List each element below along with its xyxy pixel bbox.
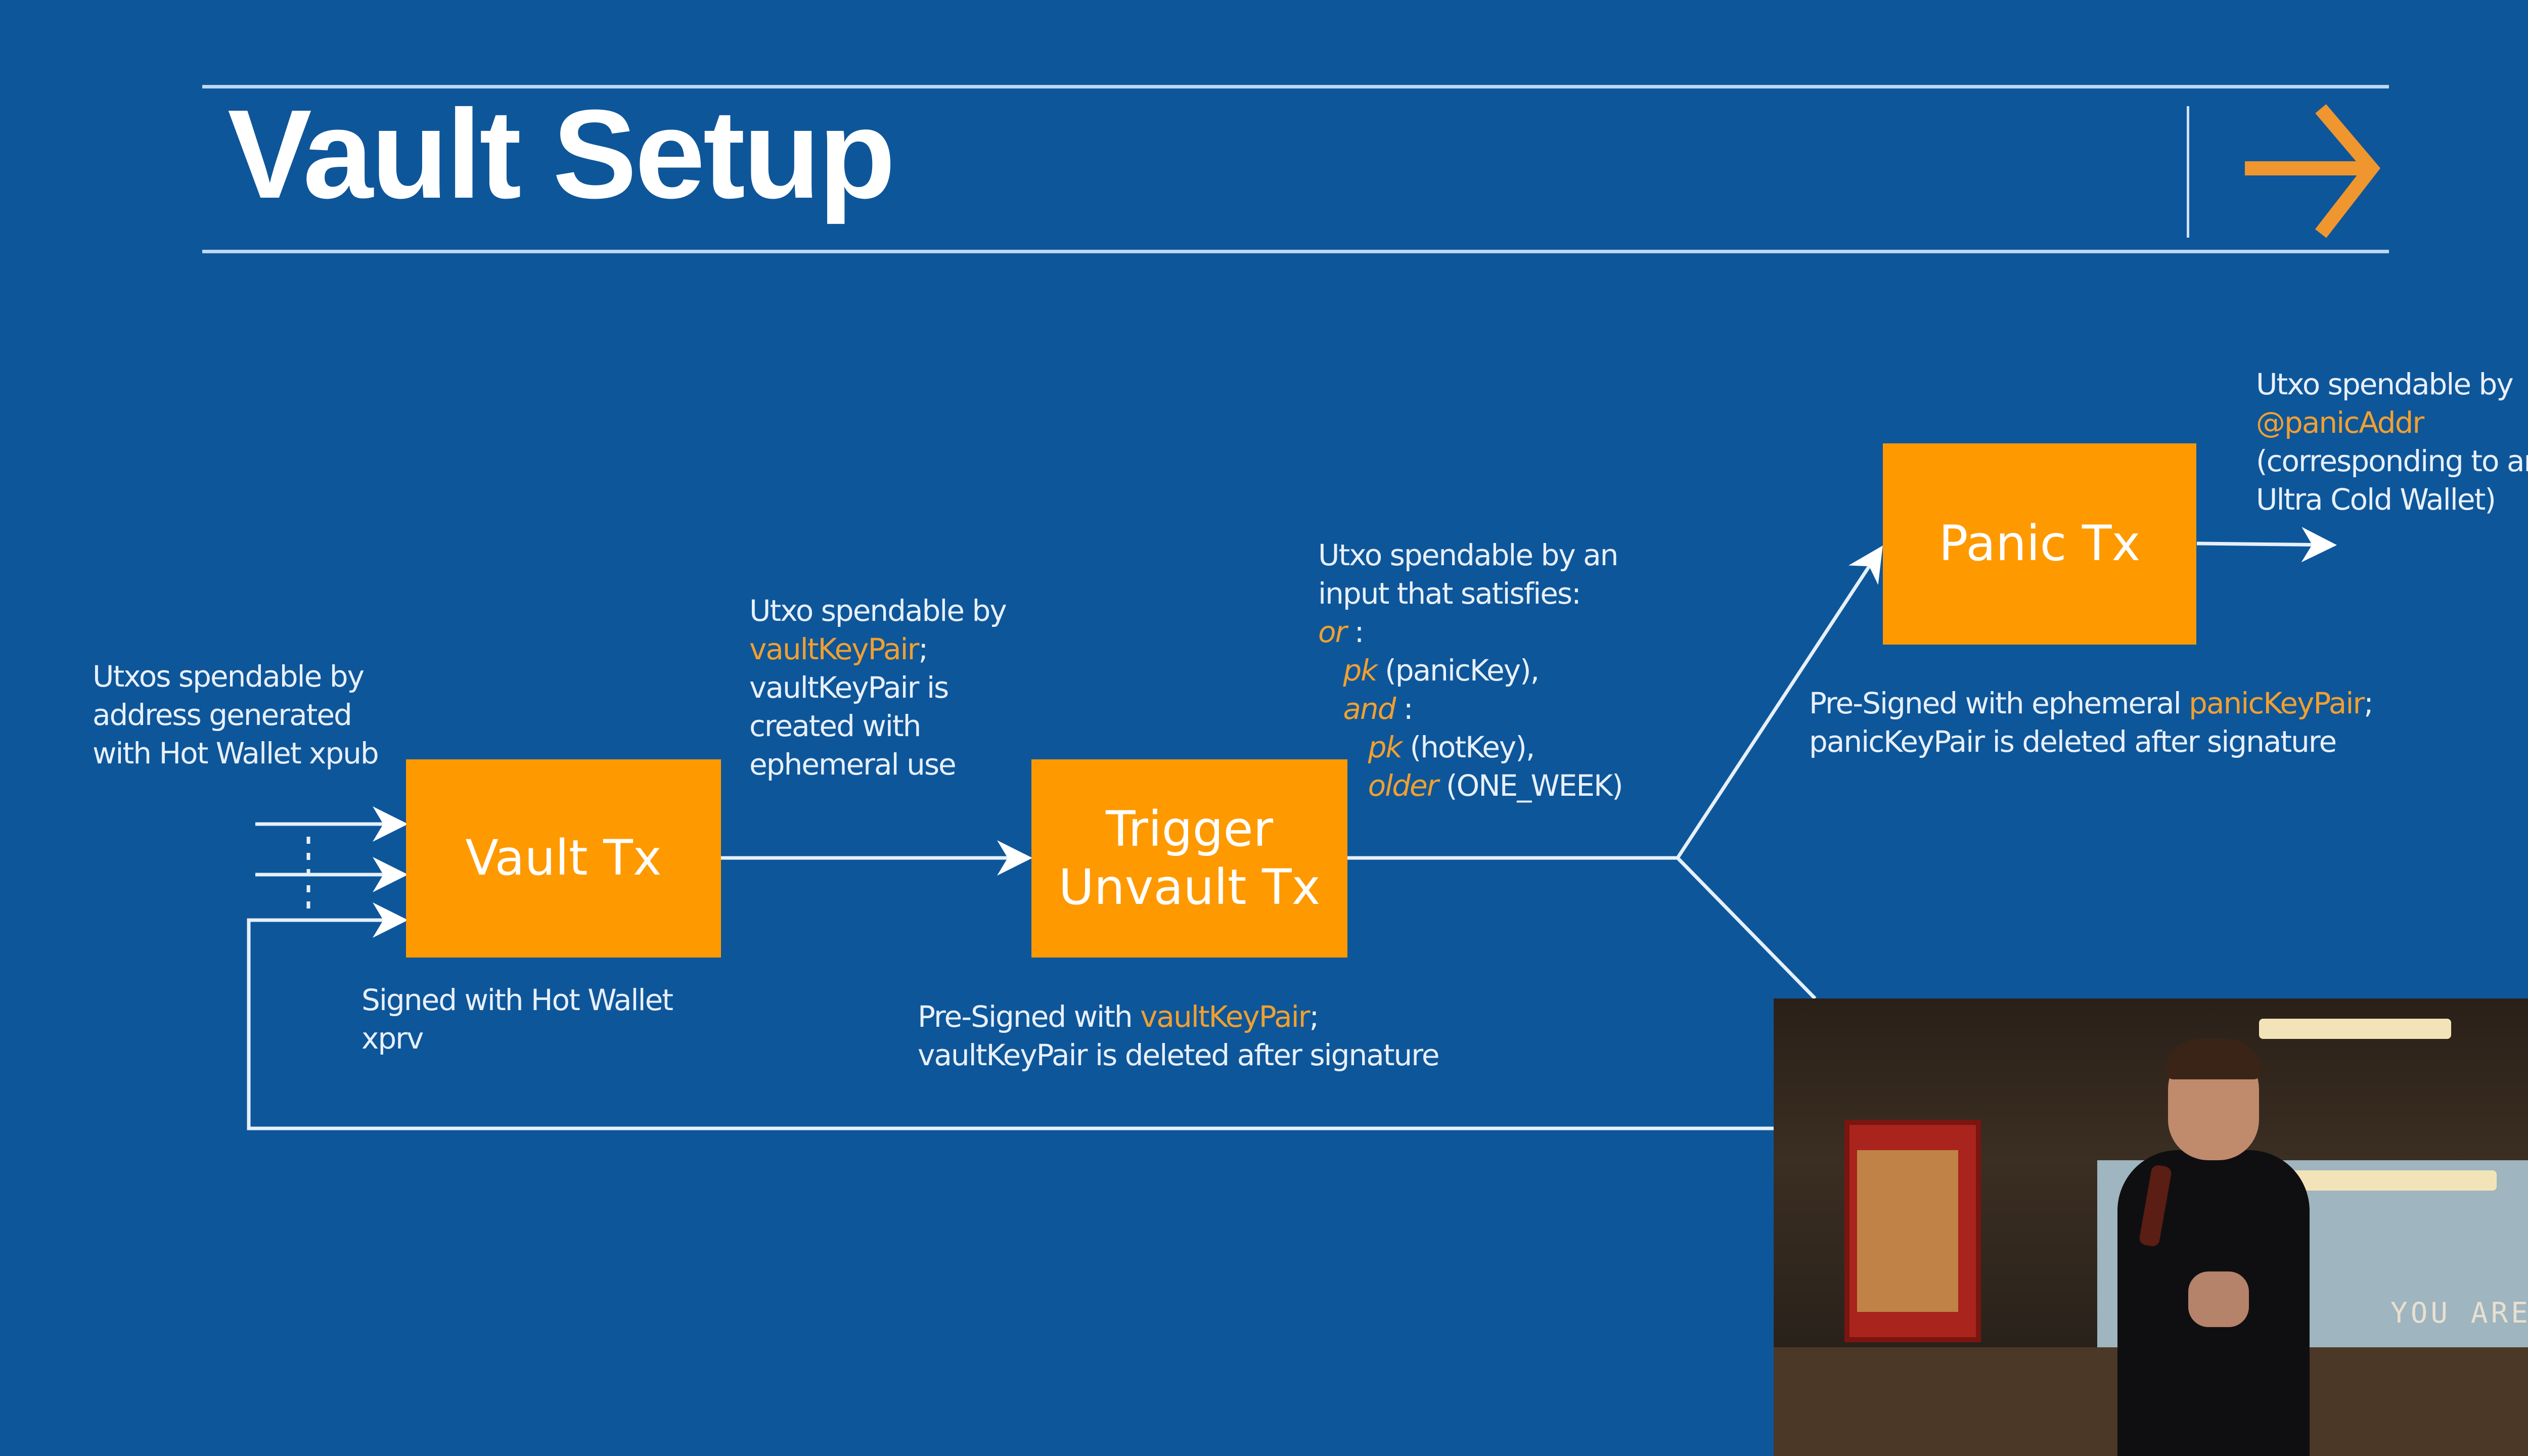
speaker-video-overlay: YOU ARE: [1774, 998, 2528, 1456]
vault-keypair-highlight: vaultKeyPair: [749, 632, 920, 666]
vault-output-line1: Utxo spendable by: [749, 594, 1007, 628]
wall-sign-text: YOU ARE: [2390, 1297, 2528, 1330]
panic-addr-highlight: @panicAddr: [2256, 405, 2424, 440]
branch-to-unvault-line: [1676, 856, 1817, 1000]
vault-tx-label: Vault Tx: [465, 830, 662, 887]
vault-signed-line2: xprv: [362, 1021, 424, 1056]
panic-signed-pre: Pre-Signed with ephemeral: [1809, 686, 2189, 720]
trigger-output-note: Utxo spendable by an input that satisfie…: [1318, 536, 1623, 805]
kitchen-light: [2269, 1170, 2497, 1191]
pk-keyword-panic: pk: [1343, 653, 1377, 688]
vault-output-line4: created with: [749, 709, 921, 743]
and-colon: :: [1395, 692, 1414, 726]
inputs-note: Utxos spendable by address generated wit…: [93, 657, 379, 772]
panic-output-note: Utxo spendable by @panicAddr (correspond…: [2256, 365, 2528, 519]
panic-tx-box[interactable]: Panic Tx: [1883, 443, 2196, 645]
branch-to-panic-arrow: [1676, 545, 1883, 859]
header-divider: [2187, 106, 2189, 238]
vault-output-line2-punct: ;: [918, 632, 928, 666]
pk-panic-arg: (panicKey),: [1376, 653, 1540, 688]
panic-output-line4: Ultra Cold Wallet): [2256, 482, 2496, 517]
or-colon: :: [1346, 615, 1365, 649]
or-keyword: or: [1318, 615, 1347, 649]
and-keyword: and: [1343, 692, 1396, 726]
panic-output-line1: Utxo spendable by: [2256, 367, 2514, 401]
vault-signed-note: Signed with Hot Wallet xprv: [362, 981, 673, 1058]
speaker-hair: [2166, 1039, 2261, 1079]
trigger-signed-keypair-highlight: vaultKeyPair: [1140, 999, 1311, 1034]
older-keyword: older: [1368, 768, 1439, 803]
header-bottom-rule: [202, 250, 2389, 253]
trigger-unvault-tx-box[interactable]: Trigger Unvault Tx: [1031, 759, 1347, 958]
vault-output-note: Utxo spendable by vaultKeyPair; vaultKey…: [749, 592, 1007, 784]
ceiling-light: [2259, 1019, 2451, 1039]
arrow-head: [2315, 104, 2381, 238]
panic-output-line3: (corresponding to an: [2256, 444, 2528, 478]
inputs-note-line1: Utxos spendable by: [93, 659, 365, 694]
loop-back-arrow: [247, 902, 1774, 1130]
header-top-rule: [202, 85, 2389, 88]
panic-signed-note: Pre-Signed with ephemeral panicKeyPair; …: [1809, 684, 2374, 761]
panic-keypair-highlight: panicKeyPair: [2189, 686, 2365, 720]
speaker-hand: [2188, 1271, 2249, 1327]
trigger-output-line2: input that satisfies:: [1318, 576, 1582, 611]
inputs-note-line3: with Hot Wallet xpub: [93, 736, 379, 770]
vault-output-line5: ephemeral use: [749, 747, 957, 782]
vault-output-line3: vaultKeyPair is: [749, 670, 949, 705]
panic-signed-line2: panicKeyPair is deleted after signature: [1809, 724, 2337, 759]
pk-keyword-hot: pk: [1368, 730, 1403, 764]
trigger-unvault-tx-label-line1: Trigger: [1105, 800, 1274, 857]
trigger-signed-punct: ;: [1309, 999, 1319, 1034]
trigger-unvault-tx-label-line2: Unvault Tx: [1058, 859, 1321, 916]
slide-title: Vault Setup: [228, 83, 895, 224]
inputs-note-line2: address generated: [93, 698, 352, 732]
trigger-signed-note: Pre-Signed with vaultKeyPair; vaultKeyPa…: [918, 997, 1440, 1074]
vault-signed-line1: Signed with Hot Wallet: [362, 983, 673, 1017]
pk-hot-arg: (hotKey),: [1402, 730, 1535, 764]
panic-output-arrow: [2196, 527, 2337, 563]
arrow-right-icon[interactable]: [2240, 101, 2391, 243]
vault-tx-box[interactable]: Vault Tx: [406, 759, 721, 958]
trigger-signed-pre: Pre-Signed with: [918, 999, 1141, 1034]
panic-tx-label: Panic Tx: [1938, 515, 2141, 572]
popcorn-machine-glass: [1857, 1150, 1958, 1312]
older-arg: (ONE_WEEK): [1437, 768, 1623, 803]
trigger-signed-line2: vaultKeyPair is deleted after signature: [918, 1038, 1440, 1072]
panic-signed-punct: ;: [2364, 686, 2373, 720]
trigger-output-line1: Utxo spendable by an: [1318, 538, 1618, 572]
